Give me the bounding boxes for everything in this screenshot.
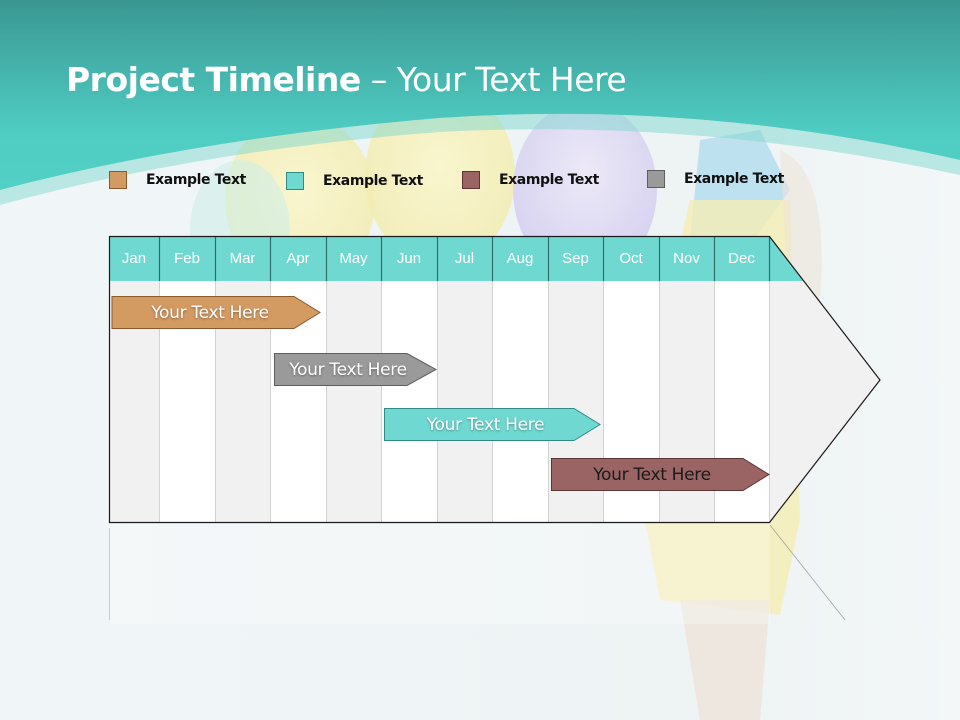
- month-feb: Feb: [174, 250, 200, 267]
- month-mar: Mar: [229, 250, 256, 267]
- title-rest: – Your Text Here: [360, 60, 627, 99]
- month-oct: Oct: [619, 250, 643, 267]
- task-bar-4[interactable]: Your Text Here: [593, 464, 711, 485]
- legend-swatch-teal: [286, 172, 304, 190]
- task-bar-1[interactable]: Your Text Here: [151, 302, 269, 323]
- slide-title: Project Timeline – Your Text Here: [66, 60, 627, 99]
- legend-item-4: Example Text: [647, 170, 784, 188]
- month-aug: Aug: [506, 250, 534, 267]
- legend-swatch-orange: [109, 171, 127, 189]
- month-jul: Jul: [454, 250, 475, 267]
- task-bar-4-shape: [551, 458, 770, 491]
- legend-label: Example Text: [684, 171, 784, 187]
- legend-label: Example Text: [323, 173, 423, 189]
- legend-swatch-maroon: [462, 171, 480, 189]
- legend-swatch-gray: [647, 170, 665, 188]
- title-bold: Project Timeline: [66, 60, 361, 99]
- month-apr: Apr: [286, 250, 310, 267]
- month-may: May: [339, 250, 368, 267]
- task-bar-2[interactable]: Your Text Here: [289, 359, 407, 380]
- month-sep: Sep: [562, 250, 589, 267]
- month-nov: Nov: [673, 250, 700, 267]
- task-bar-1-shape: [111, 296, 321, 329]
- legend-item-3: Example Text: [462, 171, 599, 189]
- month-jan: Jan: [121, 250, 147, 267]
- task-bar-2-shape: [274, 353, 438, 386]
- legend-item-2: Example Text: [286, 172, 423, 190]
- legend-label: Example Text: [499, 172, 599, 188]
- task-bar-3[interactable]: Your Text Here: [426, 414, 545, 435]
- legend-label: Example Text: [146, 172, 246, 188]
- month-jun: Jun: [396, 250, 422, 267]
- task-bar-3-shape: [384, 408, 601, 441]
- legend-item-1: Example Text: [109, 171, 246, 189]
- month-dec: Dec: [728, 250, 755, 267]
